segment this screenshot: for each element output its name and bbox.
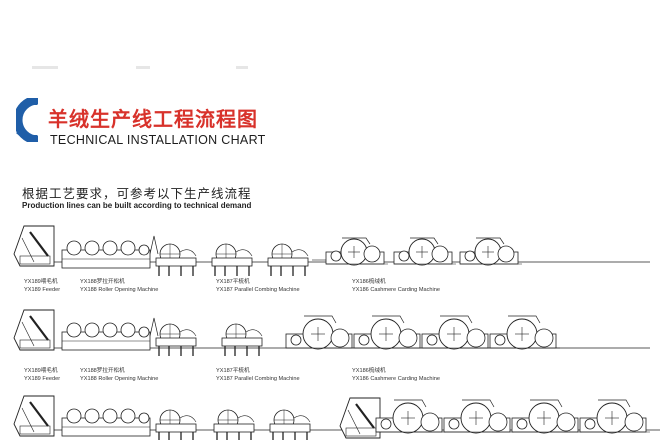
- machine-label-cn: YX187平梳机: [216, 368, 250, 374]
- machine-label-en: YX188 Roller Opening Machine: [80, 287, 159, 293]
- gear-icon: [16, 98, 39, 142]
- chart-title-cn: 羊绒生产线工程流程图: [48, 107, 258, 131]
- machine-label-cn: YX187平梳机: [216, 279, 250, 285]
- machine-label-en: YX187 Parallel Combing Machine: [216, 376, 300, 382]
- machine-label-cn: YX186梳绒机: [352, 279, 386, 285]
- production-line-3: [12, 394, 660, 440]
- machine-label-cn: YX186梳绒机: [352, 368, 386, 374]
- subtitle-en: Production lines can be built according …: [22, 201, 252, 210]
- machine-label-cn: YX189喂毛机: [24, 368, 58, 374]
- machine-label-cn: YX189喂毛机: [24, 279, 58, 285]
- subtitle-cn: 根据工艺要求，可参考以下生产线流程: [22, 186, 252, 201]
- machine-label-en: YX189 Feeder: [24, 376, 61, 382]
- machine-label-en: YX186 Cashmere Carding Machine: [352, 376, 440, 382]
- chart-title-en: TECHNICAL INSTALLATION CHART: [50, 133, 266, 147]
- faint-line-mid: [136, 66, 150, 69]
- faint-line-left: [32, 66, 58, 69]
- machine-label-en: YX186 Cashmere Carding Machine: [352, 287, 440, 293]
- production-line-1: [12, 224, 650, 277]
- machine-label-en: YX188 Roller Opening Machine: [80, 376, 159, 382]
- machine-label-en: YX189 Feeder: [24, 287, 61, 293]
- machine-label-cn: YX188罗拉开松机: [80, 279, 125, 285]
- machine-label-en: YX187 Parallel Combing Machine: [216, 287, 300, 293]
- production-line-2: [12, 308, 650, 357]
- faint-line-right: [236, 66, 248, 69]
- machine-label-cn: YX188罗拉开松机: [80, 368, 125, 374]
